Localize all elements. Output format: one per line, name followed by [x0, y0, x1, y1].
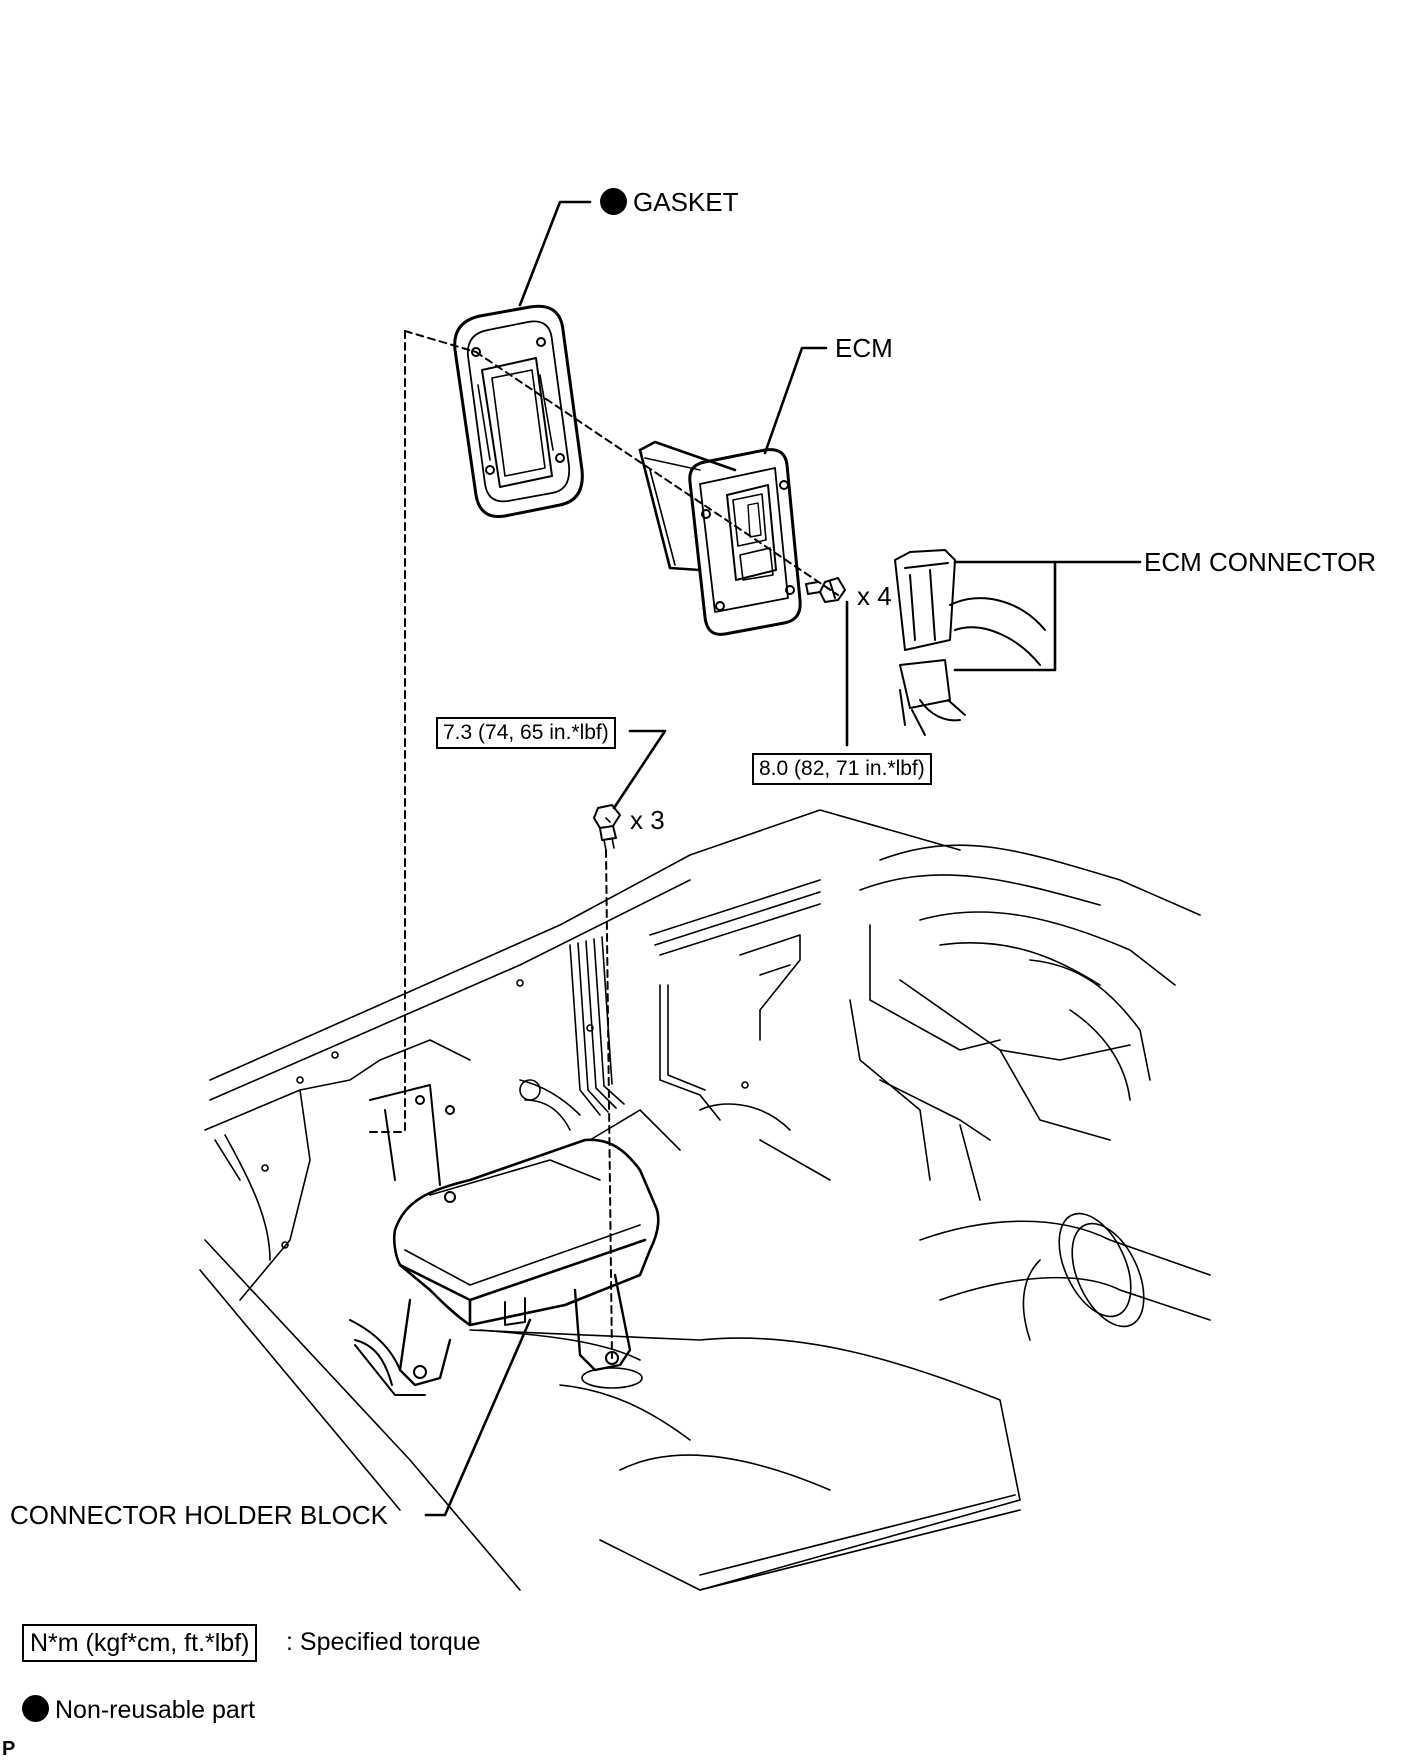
connector-holder-block-drawing	[349, 1084, 660, 1396]
corner-mark: P	[2, 1738, 16, 1760]
ecm-connector-drawing	[894, 549, 1046, 736]
legend-torque-text: : Specified torque	[286, 1628, 481, 1656]
non-reusable-dot-icon	[600, 188, 627, 215]
holder-bolt-quantity: x 3	[630, 805, 665, 835]
ecm-bolt-quantity: x 4	[857, 581, 892, 611]
ecm-bolt-drawing	[805, 577, 846, 603]
holder-bolt-torque-spec: 7.3 (74, 65 in.*lbf)	[436, 717, 616, 749]
ecm-drawing	[638, 440, 802, 636]
engine-bay-background	[199, 809, 1211, 1591]
gasket-label: GASKET	[600, 187, 738, 217]
ecm-label: ECM	[835, 333, 893, 363]
connector-holder-block-label: CONNECTOR HOLDER BLOCK	[10, 1500, 389, 1530]
gasket-label-text: GASKET	[633, 187, 739, 217]
legend-nonreusable-text: Non-reusable part	[55, 1696, 256, 1724]
ecm-bolt-torque-spec: 8.0 (82, 71 in.*lbf)	[752, 753, 932, 785]
ecm-connector-label: ECM CONNECTOR	[1144, 547, 1377, 577]
legend-torque-symbol: N*m (kgf*cm, ft.*lbf)	[22, 1624, 258, 1662]
holder-bolt-drawing	[593, 804, 621, 851]
alignment-lines	[369, 330, 839, 1359]
leader-lines	[424, 200, 1142, 1517]
gasket-drawing	[453, 304, 584, 519]
non-reusable-dot-icon	[22, 1695, 49, 1722]
legend-nonreusable: Non-reusable part	[22, 1695, 255, 1725]
